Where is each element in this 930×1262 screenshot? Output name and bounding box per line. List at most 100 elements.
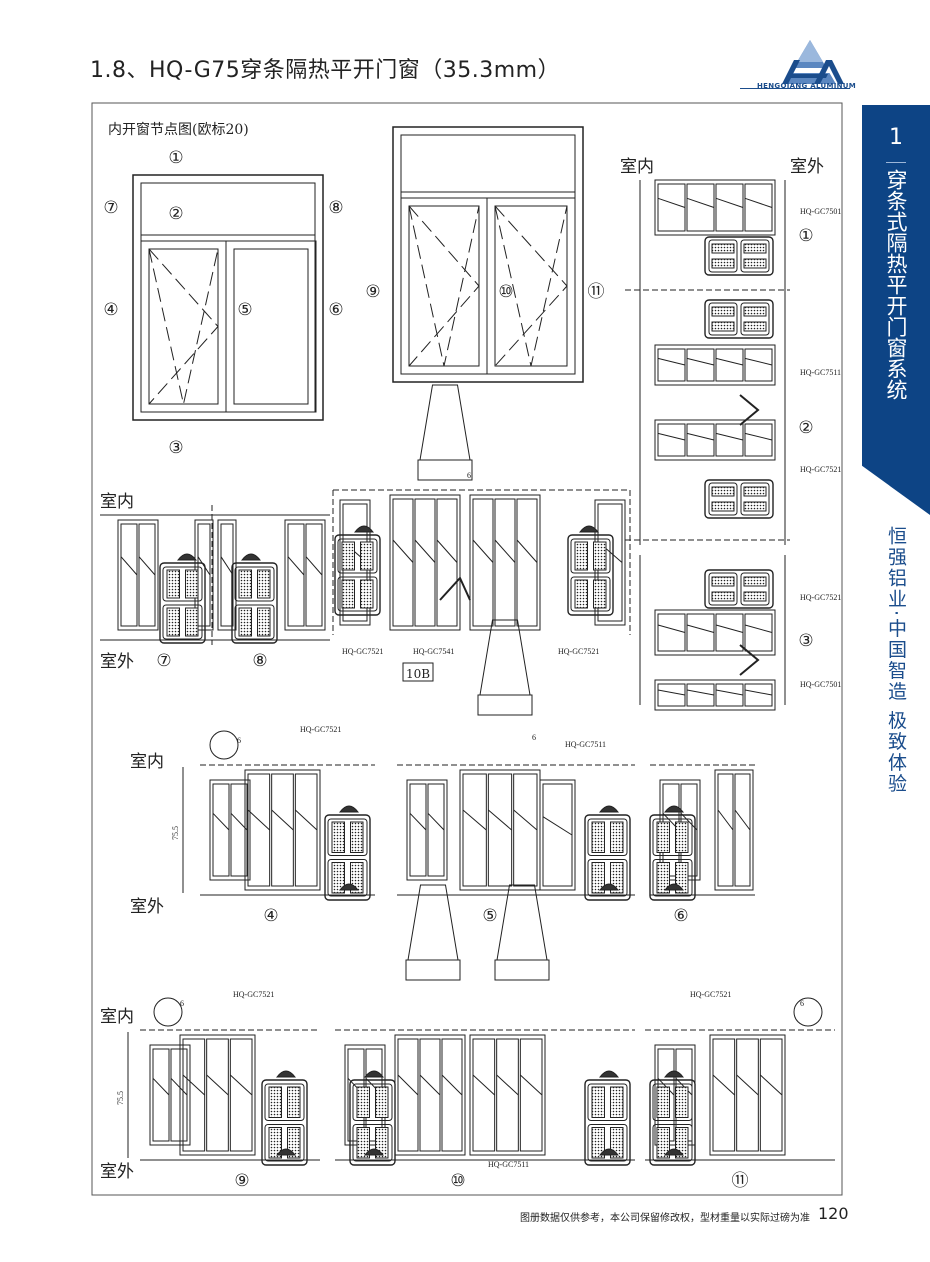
aluminium-profile: [539, 779, 576, 891]
aluminium-profile: [654, 179, 776, 236]
glass-unit: [231, 562, 278, 644]
aluminium-profile: [284, 519, 326, 631]
part-code-c7501: HQ-GC7501: [800, 680, 841, 689]
handle: [417, 384, 473, 481]
chapter-divider: [886, 162, 906, 163]
room-label-outdoor: 室外: [100, 1162, 134, 1182]
node-marker-10: ⑩: [498, 282, 513, 302]
section-10b-box: [402, 662, 434, 682]
gasket-seal: [663, 805, 685, 813]
gasket-seal: [663, 1148, 685, 1156]
dimension-gap: 6: [800, 999, 804, 1008]
node-marker-8: ⑧: [252, 651, 267, 671]
dimension-height: 75.5: [171, 826, 180, 840]
dimension-gap: 6: [532, 733, 536, 742]
part-code-c7521: HQ-GC7521: [558, 647, 599, 656]
node-marker-5: ⑤: [237, 300, 252, 320]
gasket-seal: [363, 1070, 385, 1078]
glass-unit: [649, 814, 696, 901]
node-marker-7: ⑦: [103, 198, 118, 218]
gasket-seal: [176, 553, 198, 561]
node-marker-2: ②: [798, 418, 813, 438]
node-marker-6: ⑥: [328, 300, 343, 320]
room-label-indoor: 室内: [620, 157, 654, 177]
aluminium-profile: [654, 609, 776, 656]
glass-unit: [704, 299, 774, 339]
chapter-title: 穿条式隔热平开门窗系统: [884, 169, 908, 400]
gasket-seal: [275, 1070, 297, 1078]
node-marker-11: ⑪: [732, 1171, 749, 1191]
node-marker-3: ③: [168, 438, 183, 458]
handle: [405, 884, 461, 981]
node-marker-10: ⑩: [450, 1171, 465, 1191]
room-label-outdoor: 室外: [130, 897, 164, 917]
part-code-c7511: HQ-GC7511: [565, 740, 606, 749]
window-elevation-b: [392, 126, 584, 383]
node-marker-9: ⑨: [365, 282, 380, 302]
glass-unit: [704, 479, 774, 519]
brand-tagline: 恒强铝业·中国智造 极致体验: [885, 526, 907, 795]
part-code-c7511: HQ-GC7511: [488, 1160, 529, 1169]
page-title: 1.8、HQ-G75穿条隔热平开门窗（35.3mm）: [90, 58, 561, 83]
part-code-c7521: HQ-GC7521: [690, 990, 731, 999]
aluminium-profile: [459, 769, 541, 891]
dimension-gap: 6: [180, 999, 184, 1008]
gasket-seal: [338, 883, 360, 891]
node-marker-8: ⑧: [328, 198, 343, 218]
glass-unit: [704, 569, 774, 609]
gasket-seal: [338, 805, 360, 813]
glass-unit: [704, 236, 774, 276]
gasket-seal: [598, 1148, 620, 1156]
gasket-seal: [240, 553, 262, 561]
glass-unit: [349, 1079, 396, 1166]
aluminium-profile: [469, 494, 541, 631]
node-marker-11: ⑪: [588, 282, 605, 302]
gasket-seal: [275, 1148, 297, 1156]
section-label-10b: 10B: [406, 667, 430, 681]
glass-unit: [334, 534, 381, 616]
handle: [477, 619, 533, 716]
footer-note: 图册数据仅供参考，本公司保留修改权，型材重量以实际过磅为准: [520, 1213, 810, 1224]
aluminium-profile: [209, 779, 251, 881]
part-code-c7541: HQ-GC7541: [413, 647, 454, 656]
gasket-seal: [578, 525, 600, 533]
node-marker-4: ④: [103, 300, 118, 320]
room-label-outdoor: 室外: [790, 157, 824, 177]
aluminium-profile: [217, 519, 237, 631]
node-marker-1: ①: [798, 226, 813, 246]
aluminium-profile: [149, 1044, 191, 1146]
node-marker-6: ⑥: [673, 906, 688, 926]
aluminium-profile: [709, 1034, 786, 1156]
glass-unit: [649, 1079, 696, 1166]
part-code-c7521: HQ-GC7521: [800, 593, 841, 602]
room-label-outdoor: 室外: [100, 652, 134, 672]
header-rule: [740, 88, 850, 89]
glass-unit: [567, 534, 614, 616]
gasket-seal: [598, 883, 620, 891]
gasket-seal: [598, 805, 620, 813]
gasket-seal: [663, 1070, 685, 1078]
aluminium-profile: [179, 1034, 256, 1156]
page-number: 120: [818, 1204, 849, 1223]
drawing-heading: 内开窗节点图(欧标20): [108, 121, 249, 138]
gasket-seal: [353, 525, 375, 533]
aluminium-profile: [394, 1034, 466, 1156]
aluminium-profile: [469, 1034, 546, 1156]
aluminium-profile: [654, 679, 776, 711]
part-code-c7521: HQ-GC7521: [342, 647, 383, 656]
aluminium-profile: [654, 344, 776, 386]
glass-unit: [159, 562, 206, 644]
chapter-number: 1: [889, 125, 903, 150]
window-elevation-a: [132, 174, 324, 421]
gasket-seal: [663, 883, 685, 891]
node-marker-2: ②: [168, 204, 183, 224]
node-marker-7: ⑦: [156, 651, 171, 671]
aluminium-profile: [117, 519, 159, 631]
room-label-indoor: 室内: [130, 752, 164, 772]
glass-unit: [261, 1079, 308, 1166]
dimension-gap: 6: [237, 736, 241, 745]
room-label-indoor: 室内: [100, 492, 134, 512]
chapter-tab: 1 穿条式隔热平开门窗系统: [862, 105, 930, 515]
gasket-seal: [598, 1070, 620, 1078]
